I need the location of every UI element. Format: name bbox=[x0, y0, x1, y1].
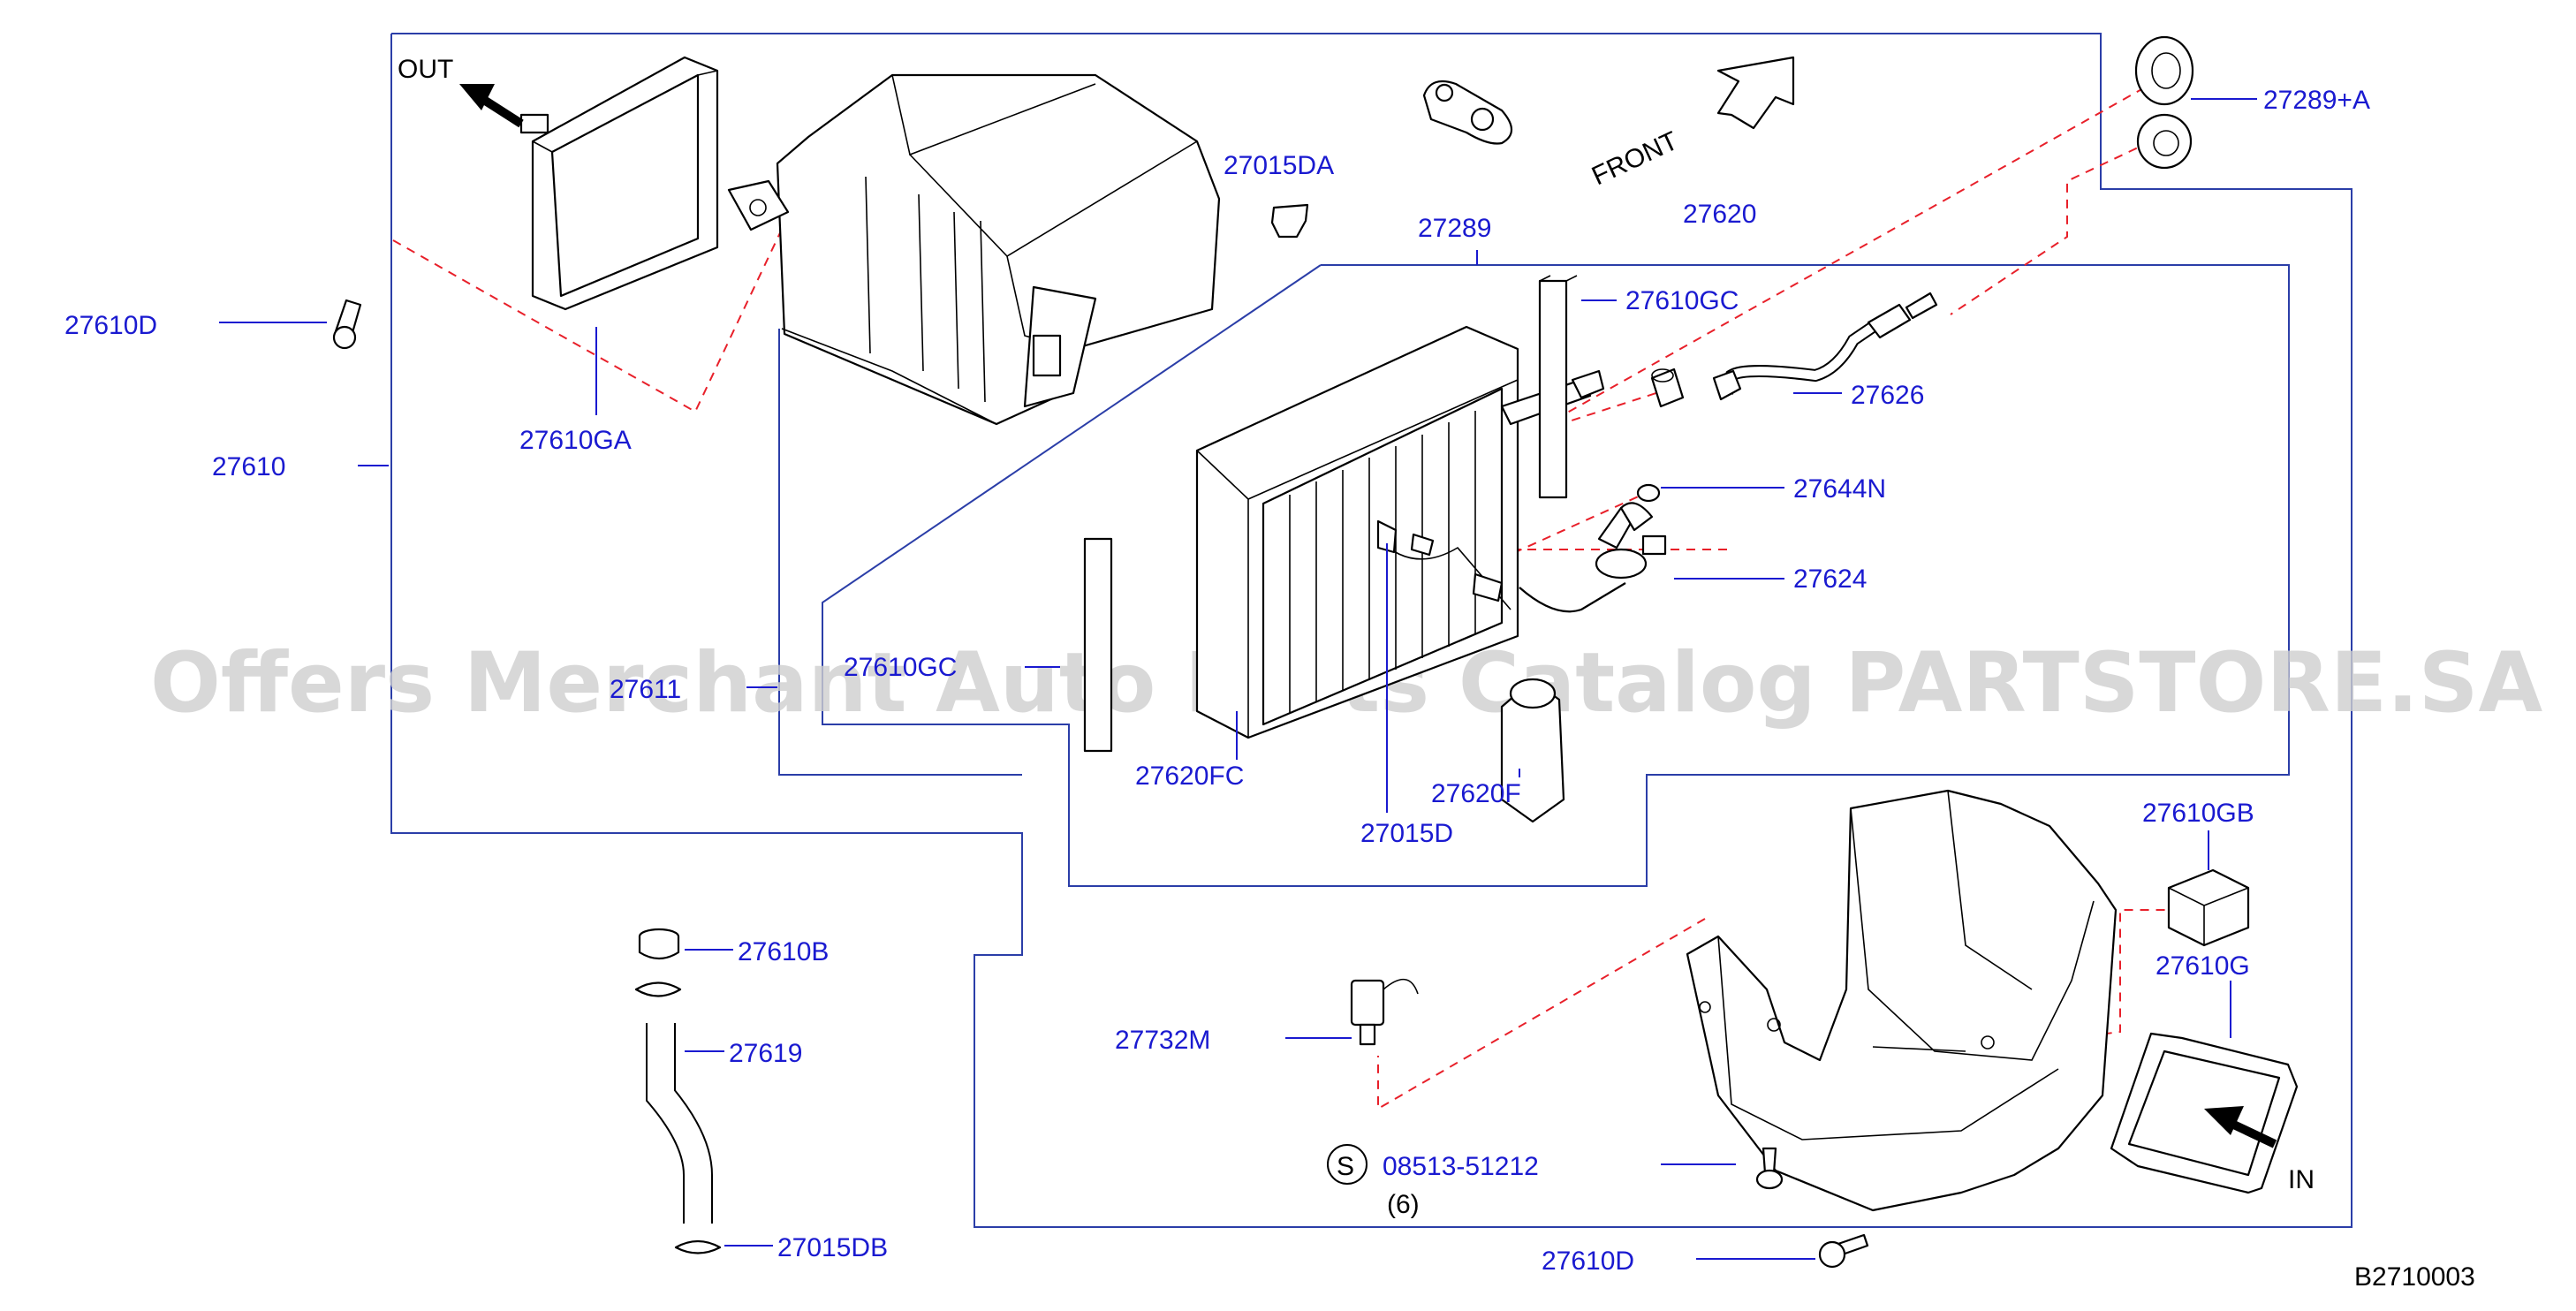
front-label: FRONT bbox=[1587, 126, 1683, 192]
grommet-27289A-icon bbox=[2134, 35, 2194, 170]
s-symbol-text: S bbox=[1337, 1152, 1354, 1181]
label-27626: 27626 bbox=[1851, 381, 1924, 410]
out-label: OUT bbox=[398, 55, 453, 84]
label-27610GB: 27610GB bbox=[2142, 799, 2254, 828]
expansion-valve-27624 bbox=[1519, 502, 1667, 613]
pipe-fitting-icon bbox=[1650, 368, 1685, 408]
label-27620FC: 27620FC bbox=[1135, 762, 1244, 791]
grommet-27289-icon bbox=[1422, 80, 1513, 145]
label-27289: 27289 bbox=[1418, 214, 1491, 243]
label-27289A: 27289+A bbox=[2263, 86, 2370, 115]
seal-strip-27610GC-upper bbox=[1538, 275, 1578, 499]
label-27620: 27620 bbox=[1683, 200, 1756, 229]
label-27610D-left: 27610D bbox=[64, 311, 157, 340]
screw-icon bbox=[332, 299, 362, 350]
hose-clamp-top-icon bbox=[634, 981, 682, 997]
label-27610GC-lower: 27610GC bbox=[844, 653, 957, 682]
label-27610GC-upper: 27610GC bbox=[1625, 286, 1739, 315]
label-27015D: 27015D bbox=[1360, 819, 1453, 848]
foam-block-27610GB-icon bbox=[2167, 868, 2250, 947]
lower-housing-27610 bbox=[1686, 789, 2118, 1212]
clip-27015DA-icon bbox=[1270, 203, 1309, 239]
receiver-drier-27620F bbox=[1500, 678, 1565, 823]
leader-lines bbox=[219, 98, 2257, 1260]
o-ring-27644N-icon bbox=[1636, 483, 1661, 503]
drain-hose-27619 bbox=[646, 1023, 713, 1224]
drain-grommet-27610B-icon bbox=[638, 928, 680, 960]
part-labels: 27610D 27610 27610GA 27015DA 27289 27289… bbox=[64, 86, 2475, 1292]
label-27610GA: 27610GA bbox=[519, 426, 632, 455]
standard-part-symbol: S bbox=[1327, 1144, 1368, 1185]
label-27732M: 27732M bbox=[1115, 1026, 1210, 1055]
screw-bottom-08513-icon bbox=[1755, 1147, 1784, 1190]
screw-bottom-27610D-icon bbox=[1818, 1233, 1869, 1269]
label-27610: 27610 bbox=[212, 452, 285, 481]
label-27624: 27624 bbox=[1793, 565, 1867, 594]
label-27619: 27619 bbox=[729, 1039, 802, 1068]
diagram-id: B2710003 bbox=[2354, 1262, 2475, 1292]
group-frames bbox=[390, 33, 2352, 1228]
label-27644N: 27644N bbox=[1793, 474, 1886, 504]
front-arrow-icon bbox=[1716, 56, 1795, 130]
in-arrow-icon bbox=[2204, 1106, 2277, 1148]
upper-housing-27610 bbox=[727, 73, 1221, 426]
pipe-27626 bbox=[1712, 292, 1938, 401]
label-27015DB: 27015DB bbox=[777, 1233, 888, 1262]
out-arrow-icon bbox=[459, 84, 524, 128]
label-27015DA: 27015DA bbox=[1224, 151, 1334, 180]
label-08513-quantity: (6) bbox=[1387, 1190, 1420, 1219]
evaporator-core-27620 bbox=[1195, 325, 1605, 739]
label-27611: 27611 bbox=[610, 675, 681, 704]
label-27610D-bottom: 27610D bbox=[1542, 1247, 1634, 1276]
filter-frame-27610G bbox=[2110, 1032, 2299, 1194]
filter-frame-27610GA bbox=[519, 56, 719, 311]
in-label: IN bbox=[2288, 1165, 2315, 1194]
hose-clamp-bottom-27015DB-icon bbox=[674, 1239, 722, 1254]
label-27610B: 27610B bbox=[738, 937, 829, 966]
label-27620F: 27620F bbox=[1431, 779, 1521, 808]
sensor-27732M-icon bbox=[1350, 978, 1419, 1046]
seal-strip-27610GC-lower bbox=[1083, 537, 1113, 753]
label-27610G: 27610G bbox=[2156, 951, 2250, 981]
label-08513-51212: 08513-51212 bbox=[1383, 1152, 1539, 1181]
